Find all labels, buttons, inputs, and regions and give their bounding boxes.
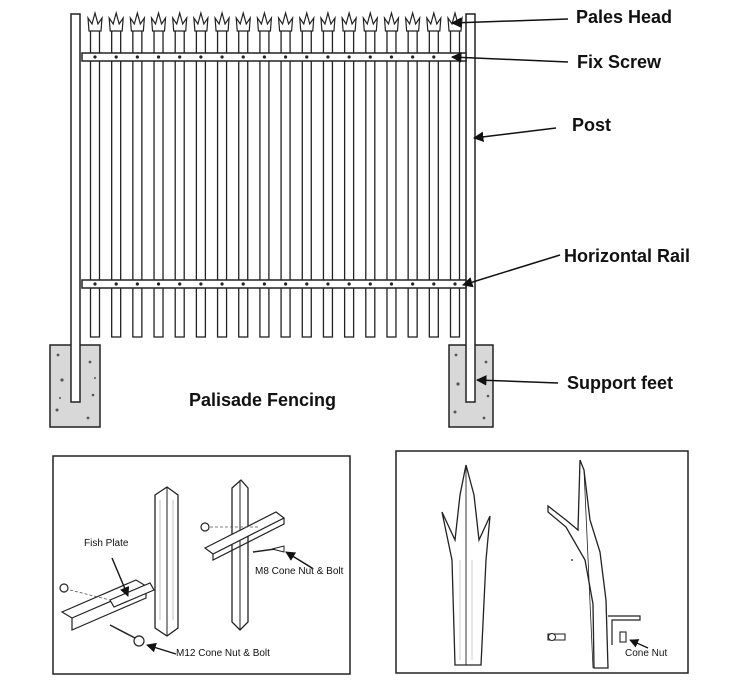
- pale: [235, 10, 252, 338]
- pale: [193, 10, 209, 338]
- fix-screw: [389, 282, 394, 286]
- fix-screw: [368, 55, 372, 59]
- label-horizontal-rail: Horizontal Rail: [564, 246, 691, 266]
- callout-line-pales-head: [450, 17, 569, 28]
- fix-screw: [326, 282, 330, 286]
- pale-head: [362, 10, 379, 32]
- fix-screw: [347, 282, 351, 286]
- fix-screw: [114, 55, 118, 59]
- fix-screw: [262, 55, 267, 59]
- detail-panel-left: [52, 455, 351, 675]
- pale: [171, 10, 188, 338]
- pale-head: [404, 10, 421, 32]
- pale-head: [108, 10, 124, 32]
- pale-head: [87, 10, 103, 32]
- post-left: [70, 13, 81, 403]
- label-fix-screw: Fix Screw: [577, 52, 662, 72]
- fix-screw: [178, 282, 182, 286]
- pale: [320, 10, 336, 338]
- post-right: [465, 13, 476, 403]
- fix-screw: [283, 55, 288, 59]
- fix-screw: [432, 55, 436, 59]
- fix-screw: [432, 282, 436, 286]
- pale-head: [235, 10, 252, 32]
- pale-head: [256, 10, 273, 32]
- fix-screw: [93, 55, 97, 59]
- pale: [87, 10, 103, 338]
- fix-screw: [241, 282, 245, 286]
- pale: [214, 10, 230, 338]
- pale: [426, 10, 442, 338]
- pale-head: [383, 10, 400, 32]
- fix-screw: [326, 55, 330, 59]
- label-post: Post: [572, 115, 612, 135]
- label-support-feet: Support feet: [567, 373, 673, 393]
- fix-screw: [347, 55, 351, 59]
- fix-screw: [135, 282, 139, 286]
- pale: [404, 10, 421, 338]
- fix-screw: [156, 282, 161, 286]
- callout-line-fix-screw: [450, 52, 569, 63]
- fix-screw: [220, 282, 224, 286]
- pale-head: [150, 10, 167, 32]
- pale: [277, 10, 294, 338]
- pale-head: [320, 10, 336, 32]
- pale: [108, 10, 124, 338]
- fix-screw: [220, 55, 224, 59]
- fix-screw: [178, 55, 182, 59]
- diagram-title: Palisade Fencing: [189, 390, 337, 410]
- fix-screw: [156, 55, 161, 59]
- fix-screw: [389, 55, 394, 59]
- pale: [256, 10, 273, 338]
- label-fish-plate: Fish Plate: [84, 538, 129, 549]
- pale-head: [171, 10, 188, 32]
- label-m8-bolt: M8 Cone Nut & Bolt: [255, 566, 344, 577]
- pale: [341, 10, 357, 338]
- pale-head: [129, 10, 146, 32]
- pale-head: [341, 10, 357, 32]
- label-pales-head: Pales Head: [576, 7, 673, 27]
- fix-screw: [305, 282, 309, 286]
- pale-head: [214, 10, 230, 32]
- fix-screw: [305, 55, 309, 59]
- fix-screw: [93, 282, 97, 286]
- callout-line-horizontal-rail: [461, 254, 561, 288]
- bottom-rail: [81, 279, 467, 289]
- callout-line-post: [472, 127, 557, 143]
- pale: [150, 10, 167, 338]
- pale-head: [193, 10, 209, 32]
- fix-screw: [368, 282, 372, 286]
- fix-screw: [114, 282, 118, 286]
- fix-screw: [199, 282, 203, 286]
- label-cone-nut: Cone Nut: [625, 648, 668, 659]
- fix-screws: [93, 55, 457, 286]
- fix-screw: [453, 282, 457, 286]
- fix-screw: [283, 282, 288, 286]
- pale: [298, 10, 315, 338]
- pale-head: [298, 10, 315, 32]
- fix-screw: [135, 55, 139, 59]
- top-rail: [81, 52, 467, 62]
- fix-screw: [262, 282, 267, 286]
- pale: [383, 10, 400, 338]
- pale: [129, 10, 146, 338]
- fix-screw: [411, 282, 415, 286]
- detail-panel-right: [395, 450, 689, 674]
- fix-screw: [241, 55, 245, 59]
- fix-screw: [411, 55, 415, 59]
- label-m12-bolt: M12 Cone Nut & Bolt: [176, 648, 270, 659]
- pale: [362, 10, 379, 338]
- pale-head: [426, 10, 442, 32]
- pale-head: [277, 10, 294, 32]
- fix-screw: [199, 55, 203, 59]
- callout-line-support-feet: [475, 375, 559, 386]
- pales-group: [87, 10, 463, 338]
